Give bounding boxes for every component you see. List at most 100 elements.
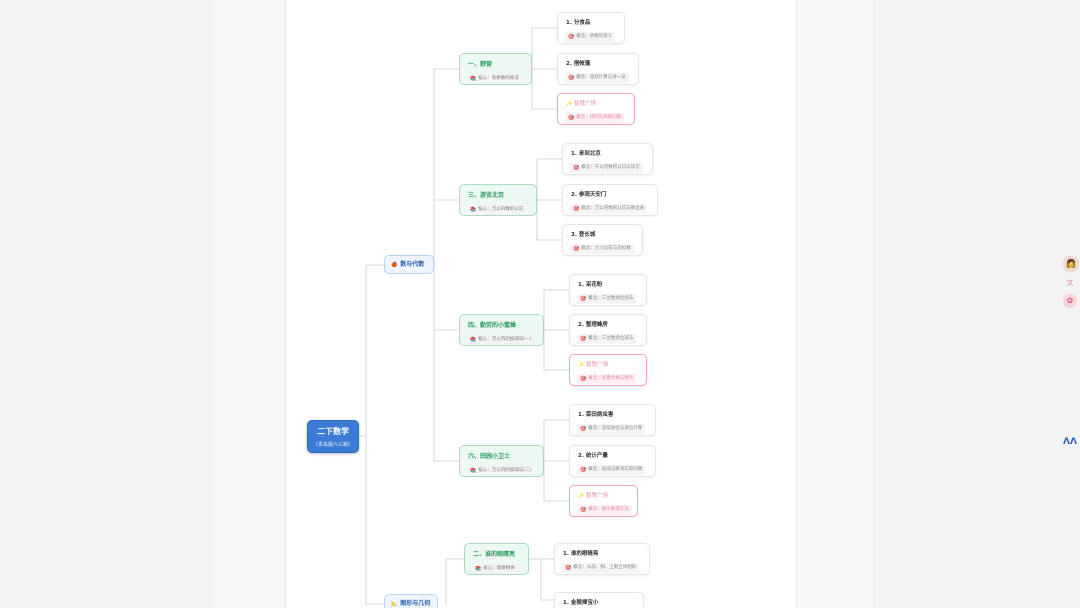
unit-title: 一、野营 — [468, 61, 493, 68]
root-subtitle: (青岛版六三制) — [316, 442, 350, 448]
target-icon: 🎯 — [573, 246, 580, 252]
branch-geometry[interactable]: 📐 图形与几何 — [384, 594, 438, 608]
connector-branch-unit5 — [445, 558, 464, 604]
lesson-concept: 🎯概念：竖式计算与进一法 — [565, 73, 629, 83]
lesson-node-wisdom[interactable]: ✨ 智慧广场 🎯概念：排列与周期问题 — [557, 93, 635, 125]
target-icon: 🎯 — [580, 467, 587, 473]
lesson-node[interactable]: 1. 分食品 🎯概念：余数的意义 — [557, 12, 625, 44]
lesson-node[interactable]: 1. 菜田病虫害 🎯概念：连续进位与退位计算 — [569, 404, 656, 436]
connector-branch-unit4 — [433, 330, 459, 462]
unit-title: 四、勤劳的小蜜蜂 — [468, 322, 517, 329]
lesson-title: 2. 搭帐篷 — [566, 61, 591, 67]
lesson-title: 1. 菜田病虫害 — [578, 412, 614, 418]
unit-node[interactable]: 三、游览北京 📚核心：万以内数的认识 — [459, 184, 537, 216]
lesson-concept: 🎯概念：三位数退位减法 — [577, 334, 637, 344]
connector-unit1-lessons — [531, 27, 557, 110]
lesson-node[interactable]: 2. 搭帐篷 🎯概念：竖式计算与进一法 — [557, 53, 639, 85]
lesson-node[interactable]: 1. 采花粉 🎯概念：三位数进位加法 — [569, 274, 647, 306]
lesson-concept: 🎯概念：余数的意义 — [565, 32, 616, 42]
connector-branch-unit1 — [433, 68, 459, 266]
root-node[interactable]: 二下数学 (青岛版六三制) — [307, 420, 359, 453]
lesson-node[interactable]: 1. 金猴捧宝小 — [554, 592, 644, 608]
unit-node[interactable]: 六、田园小卫士 📚核心：万以内的加减法(二) — [459, 445, 544, 477]
unit-node[interactable]: 四、勤劳的小蜜蜂 📚核心：万以内的加减法(一) — [459, 314, 544, 346]
lesson-title: 2. 参观天安门 — [571, 192, 607, 198]
lesson-concept: 🎯概念：加减法解决实际问题 — [577, 465, 646, 475]
lesson-node[interactable]: 3. 登长城 🎯概念：大小比较与近似数 — [562, 224, 643, 256]
lesson-title: 1. 金猴捧宝小 — [563, 600, 599, 606]
book-icon: 📚 — [470, 337, 477, 343]
lesson-concept: 🎯概念：千以内数的认识与读写 — [570, 163, 643, 173]
target-icon: 🎯 — [580, 426, 587, 432]
target-icon: 🎯 — [573, 206, 580, 212]
lesson-title: ✨ 智慧广场 — [578, 362, 608, 368]
connector-unit2-lessons — [536, 158, 562, 241]
avatar-icon[interactable]: 👩 — [1063, 256, 1079, 272]
lesson-title: 2. 统计产量 — [578, 453, 608, 459]
branch-label: 数与代数 — [400, 260, 425, 268]
target-icon: 🎯 — [568, 34, 575, 40]
lesson-title: 1. 采花粉 — [578, 282, 603, 288]
branch-number-algebra[interactable]: 🍎 数与代数 — [384, 255, 434, 274]
lesson-title: 1. 来到北京 — [571, 151, 601, 157]
sparkle-icon: ✨ — [566, 101, 573, 107]
connector-root-branch1 — [359, 264, 384, 437]
translate-icon[interactable]: 文 — [1066, 279, 1074, 287]
unit-title: 三、游览北京 — [468, 192, 505, 199]
lesson-title: 2. 整理蜂房 — [578, 322, 608, 328]
book-icon: 📚 — [475, 566, 482, 572]
unit-node[interactable]: 二、谁的眼睛亮 📚核心：观察物体 — [464, 543, 529, 575]
connector-unit5-lessons — [529, 558, 554, 601]
left-margin — [213, 0, 285, 608]
unit-concept: 📚核心：万以内数的认识 — [467, 205, 527, 215]
connector-unit3-lessons — [543, 289, 569, 371]
connector-lines — [359, 27, 569, 605]
book-icon: 📚 — [470, 207, 477, 213]
apps-icon[interactable]: ✿ — [1063, 294, 1077, 308]
unit-concept: 📚核心：万以内的加减法(一) — [467, 335, 535, 345]
lesson-concept: 🎯概念：三位数进位加法 — [577, 294, 637, 304]
lesson-concept: 🎯概念：连续进位与退位计算 — [577, 424, 646, 434]
lesson-concept: 🎯概念：从前、侧、上看立体图形 — [562, 563, 640, 573]
connector-branch-unit3 — [433, 265, 459, 331]
lesson-node-wisdom[interactable]: ✨ 智慧广场 🎯概念：等量代换与替代 — [569, 354, 647, 386]
branch-label: 图形与几何 — [400, 599, 431, 607]
unit-concept: 📚核心：观察物体 — [472, 564, 518, 574]
lesson-node[interactable]: 1. 谁的眼睛亮 🎯概念：从前、侧、上看立体图形 — [554, 543, 650, 575]
unit-concept: 📚核心：有余数的除法 — [467, 74, 522, 84]
book-icon: 📚 — [470, 468, 477, 474]
sparkle-icon: ✨ — [578, 362, 585, 368]
target-icon: 🎯 — [565, 565, 572, 571]
lesson-concept: 🎯概念：万以内数的认识与数位表 — [570, 204, 648, 214]
lesson-concept: 🎯概念：图形推理方法 — [577, 505, 632, 515]
lesson-concept: 🎯概念：大小比较与近似数 — [570, 244, 634, 254]
lesson-title: 3. 登长城 — [571, 232, 596, 238]
connector-unit4-lessons — [543, 419, 569, 502]
lesson-title: ✨ 智慧广场 — [578, 493, 608, 499]
apple-icon: 🍎 — [391, 261, 398, 268]
lesson-node[interactable]: 1. 来到北京 🎯概念：千以内数的认识与读写 — [562, 143, 653, 175]
unit-concept: 📚核心：万以内的加减法(二) — [467, 466, 535, 476]
book-icon: 📚 — [470, 76, 477, 82]
lesson-node[interactable]: 2. 参观天安门 🎯概念：万以内数的认识与数位表 — [562, 184, 658, 216]
ruler-icon: 📐 — [391, 600, 398, 607]
target-icon: 🎯 — [568, 115, 575, 121]
unit-title: 六、田园小卫士 — [468, 453, 511, 460]
mindmap-canvas[interactable]: 二下数学 (青岛版六三制) 🍎 数与代数 📐 图形与几何 一、野营 📚核心：有余… — [285, 0, 797, 608]
lesson-node[interactable]: 2. 统计产量 🎯概念：加减法解决实际问题 — [569, 445, 656, 477]
sparkle-icon: ✨ — [578, 493, 585, 499]
connector-root-branch2 — [365, 436, 384, 605]
logo-icon[interactable]: ΛΛ — [1063, 437, 1077, 447]
unit-node[interactable]: 一、野营 📚核心：有余数的除法 — [459, 53, 532, 85]
lesson-concept: 🎯概念：排列与周期问题 — [565, 113, 625, 123]
target-icon: 🎯 — [573, 165, 580, 171]
target-icon: 🎯 — [580, 336, 587, 342]
lesson-title: ✨ 智慧广场 — [566, 101, 596, 107]
lesson-concept: 🎯概念：等量代换与替代 — [577, 374, 637, 384]
target-icon: 🎯 — [580, 296, 587, 302]
lesson-node[interactable]: 2. 整理蜂房 🎯概念：三位数退位减法 — [569, 314, 647, 346]
lesson-title: 1. 谁的眼睛亮 — [563, 551, 599, 557]
target-icon: 🎯 — [568, 75, 575, 81]
root-title: 二下数学 — [317, 427, 349, 436]
lesson-node-wisdom[interactable]: ✨ 智慧广场 🎯概念：图形推理方法 — [569, 485, 638, 517]
